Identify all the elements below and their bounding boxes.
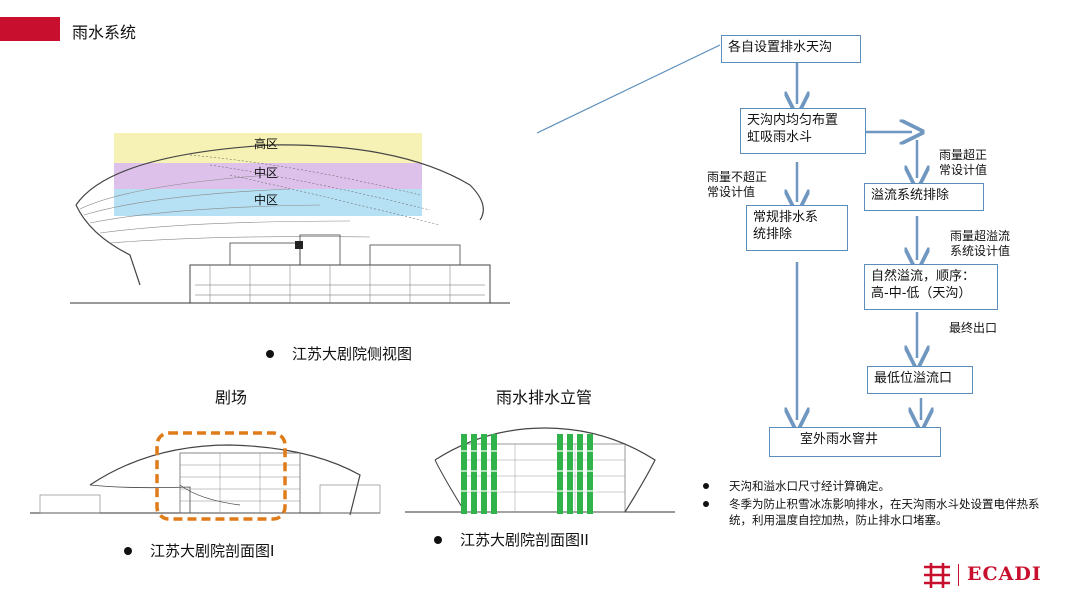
flow-box-lowest-overflow: 最低位溢流口: [867, 366, 973, 394]
header-accent-bar: [0, 17, 60, 41]
section1-caption: 江苏大剧院剖面图I: [124, 540, 274, 561]
flow-box-regular-drain: 常规排水系统排除: [746, 205, 848, 251]
side-view-drawing: [70, 133, 510, 304]
rain-pipe-group-right: [557, 434, 593, 514]
page-title: 雨水系统: [72, 23, 137, 42]
section1-drawing: [30, 431, 381, 521]
zone-band-mid2: [114, 189, 422, 216]
section1-title: 剧场: [215, 388, 248, 407]
bullet-icon: [124, 546, 132, 555]
pointer-line: [536, 44, 721, 134]
note-final-outlet: 最终出口: [949, 321, 998, 335]
ecadi-logo-icon: [924, 563, 950, 588]
note-not-exceed: 雨量不超正常设计值: [707, 170, 768, 199]
bullet-icon: [434, 535, 442, 544]
bullet-icon: [266, 349, 274, 358]
side-view-caption: 江苏大剧院侧视图: [266, 343, 412, 364]
zone-label-mid2: 中区: [254, 193, 279, 207]
flow-box-natural-overflow: 自然溢流，顺序：高-中-低（天沟）: [864, 264, 998, 310]
note-item: 天沟和溢水口尺寸经计算确定。: [703, 478, 1043, 494]
zone-label-high: 高区: [254, 137, 279, 151]
zone-label-mid1: 中区: [254, 166, 279, 180]
rain-pipe-group-left: [461, 434, 497, 514]
section2-caption: 江苏大剧院剖面图II: [434, 529, 589, 550]
zone-band-mid1: [114, 163, 422, 189]
logo-separator: [958, 564, 959, 586]
flow-box-gutter-setup: 各自设置排水天沟: [721, 35, 861, 63]
note-item: 冬季为防止积雪冰冻影响排水，在天沟雨水斗处设置电伴热系统，利用温度自控加热，防止…: [703, 496, 1043, 528]
flow-box-overflow-system: 溢流系统排除: [864, 183, 984, 211]
bottom-notes: 天沟和溢水口尺寸经计算确定。 冬季为防止积雪冰冻影响排水，在天沟雨水斗处设置电伴…: [703, 478, 1043, 530]
note-exceed-overflow: 雨量超溢流系统设计值: [950, 229, 1011, 258]
note-exceed: 雨量超正常设计值: [939, 148, 988, 177]
flow-box-outdoor-manhole: 室外雨水窨井: [769, 427, 941, 457]
section2-title: 雨水排水立管: [496, 388, 593, 407]
theater-highlight: [155, 431, 287, 521]
section2-drawing: [405, 427, 675, 514]
flow-box-siphonic-drain: 天沟内均匀布置虹吸雨水斗: [740, 108, 866, 154]
ecadi-logo-text: ECADI: [967, 563, 1042, 585]
zone-band-high: [114, 133, 422, 163]
